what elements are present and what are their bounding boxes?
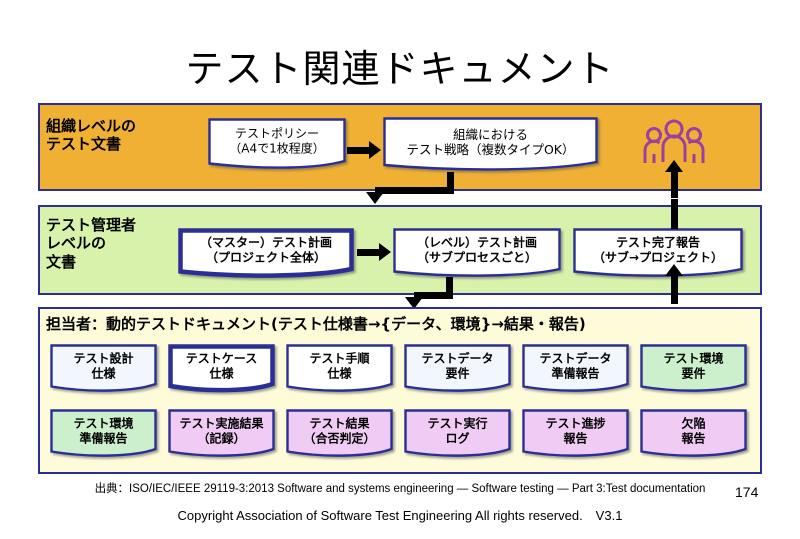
connector-policy-to-strategy — [347, 147, 370, 154]
arrow-level-to-dynamic — [405, 297, 423, 309]
doc-defect-report[interactable]: 欠陥 報告 — [640, 409, 747, 458]
doc-test-procedure-spec[interactable]: テスト手順 仕様 — [286, 344, 393, 393]
doc-test-execution-log[interactable]: テスト実行 ログ — [404, 409, 511, 458]
doc-label: テスト完了報告 （サブ→プロジェクト） — [592, 235, 724, 265]
connector-dynamic-to-completion — [671, 272, 678, 304]
doc-label: 欠陥 報告 — [681, 416, 706, 446]
connector-strategy-down — [447, 172, 454, 194]
band-manager-label: テスト管理者 レベルの 文書 — [46, 216, 137, 271]
doc-label: テスト実行 ログ — [427, 416, 488, 446]
doc-test-environment-readiness-report[interactable]: テスト環境 準備報告 — [50, 409, 157, 458]
doc-label: テストケース 仕様 — [185, 351, 258, 381]
source-note: 出典：ISO/IEC/IEEE 29119-3:2013 Software an… — [94, 483, 706, 495]
doc-label: （マスター）テスト計画 （プロジェクト全体） — [199, 235, 332, 265]
connector-level-down — [446, 277, 453, 299]
connector-master-to-level — [357, 249, 380, 256]
connector-completion-up — [671, 199, 678, 229]
doc-test-execution-result[interactable]: テスト実施結果 （記録） — [168, 409, 275, 458]
arrow-master-to-level — [379, 243, 391, 261]
doc-label: テストデータ 準備報告 — [539, 351, 612, 381]
arrow-to-people-icon — [665, 160, 683, 172]
band-dynamic-header: 担当者：動的テストドキュメント(テスト仕様書→{データ、環境}→結果・報告) — [46, 315, 586, 333]
arrow-strategy-to-master-plan — [366, 192, 384, 204]
doc-test-policy[interactable]: テストポリシー （A4で1枚程度） — [208, 118, 346, 170]
doc-label: テストデータ 要件 — [421, 351, 494, 381]
doc-label: テスト結果 （合否判定） — [303, 416, 376, 446]
band-organization-label: 組織レベルの テスト文書 — [46, 117, 137, 154]
connector-to-people — [671, 168, 678, 198]
doc-test-environment-requirements[interactable]: テスト環境 要件 — [640, 344, 747, 393]
people-icon — [643, 118, 705, 166]
doc-level-test-plan[interactable]: （レベル）テスト計画 （サブプロセスごと） — [393, 228, 561, 278]
doc-test-data-requirements[interactable]: テストデータ 要件 — [404, 344, 511, 393]
doc-label: テスト進捗 報告 — [545, 416, 606, 446]
connector-strategy-left — [375, 187, 454, 194]
doc-label: （レベル）テスト計画 （サブプロセスごと） — [416, 235, 537, 265]
arrow-dynamic-to-completion — [665, 264, 683, 276]
doc-label: 組織における テスト戦略（複数タイプOK） — [406, 126, 575, 157]
doc-test-case-spec[interactable]: テストケース 仕様 — [168, 344, 275, 393]
doc-test-progress-report[interactable]: テスト進捗 報告 — [522, 409, 629, 458]
doc-test-data-readiness-report[interactable]: テストデータ 準備報告 — [522, 344, 629, 393]
doc-test-strategy[interactable]: 組織における テスト戦略（複数タイプOK） — [383, 117, 598, 172]
page-number: 174 — [735, 484, 759, 500]
doc-test-design-spec[interactable]: テスト設計 仕様 — [50, 344, 157, 393]
connector-level-left — [414, 292, 453, 299]
doc-label: テスト環境 準備報告 — [73, 416, 134, 446]
doc-label: テスト設計 仕様 — [73, 351, 134, 381]
doc-test-result[interactable]: テスト結果 （合否判定） — [286, 409, 393, 458]
doc-label: テスト環境 要件 — [663, 351, 724, 381]
doc-test-completion-report[interactable]: テスト完了報告 （サブ→プロジェクト） — [573, 228, 743, 278]
page-title: テスト関連ドキュメント — [185, 47, 615, 91]
doc-label: テスト実施結果 （記録） — [179, 416, 264, 446]
arrow-policy-to-strategy — [369, 141, 381, 159]
doc-label: テスト手順 仕様 — [309, 351, 370, 381]
doc-label: テストポリシー （A4で1枚程度） — [229, 126, 325, 156]
copyright-note: Copyright Association of Software Test E… — [177, 508, 623, 523]
doc-master-test-plan[interactable]: （マスター）テスト計画 （プロジェクト全体） — [178, 228, 354, 278]
